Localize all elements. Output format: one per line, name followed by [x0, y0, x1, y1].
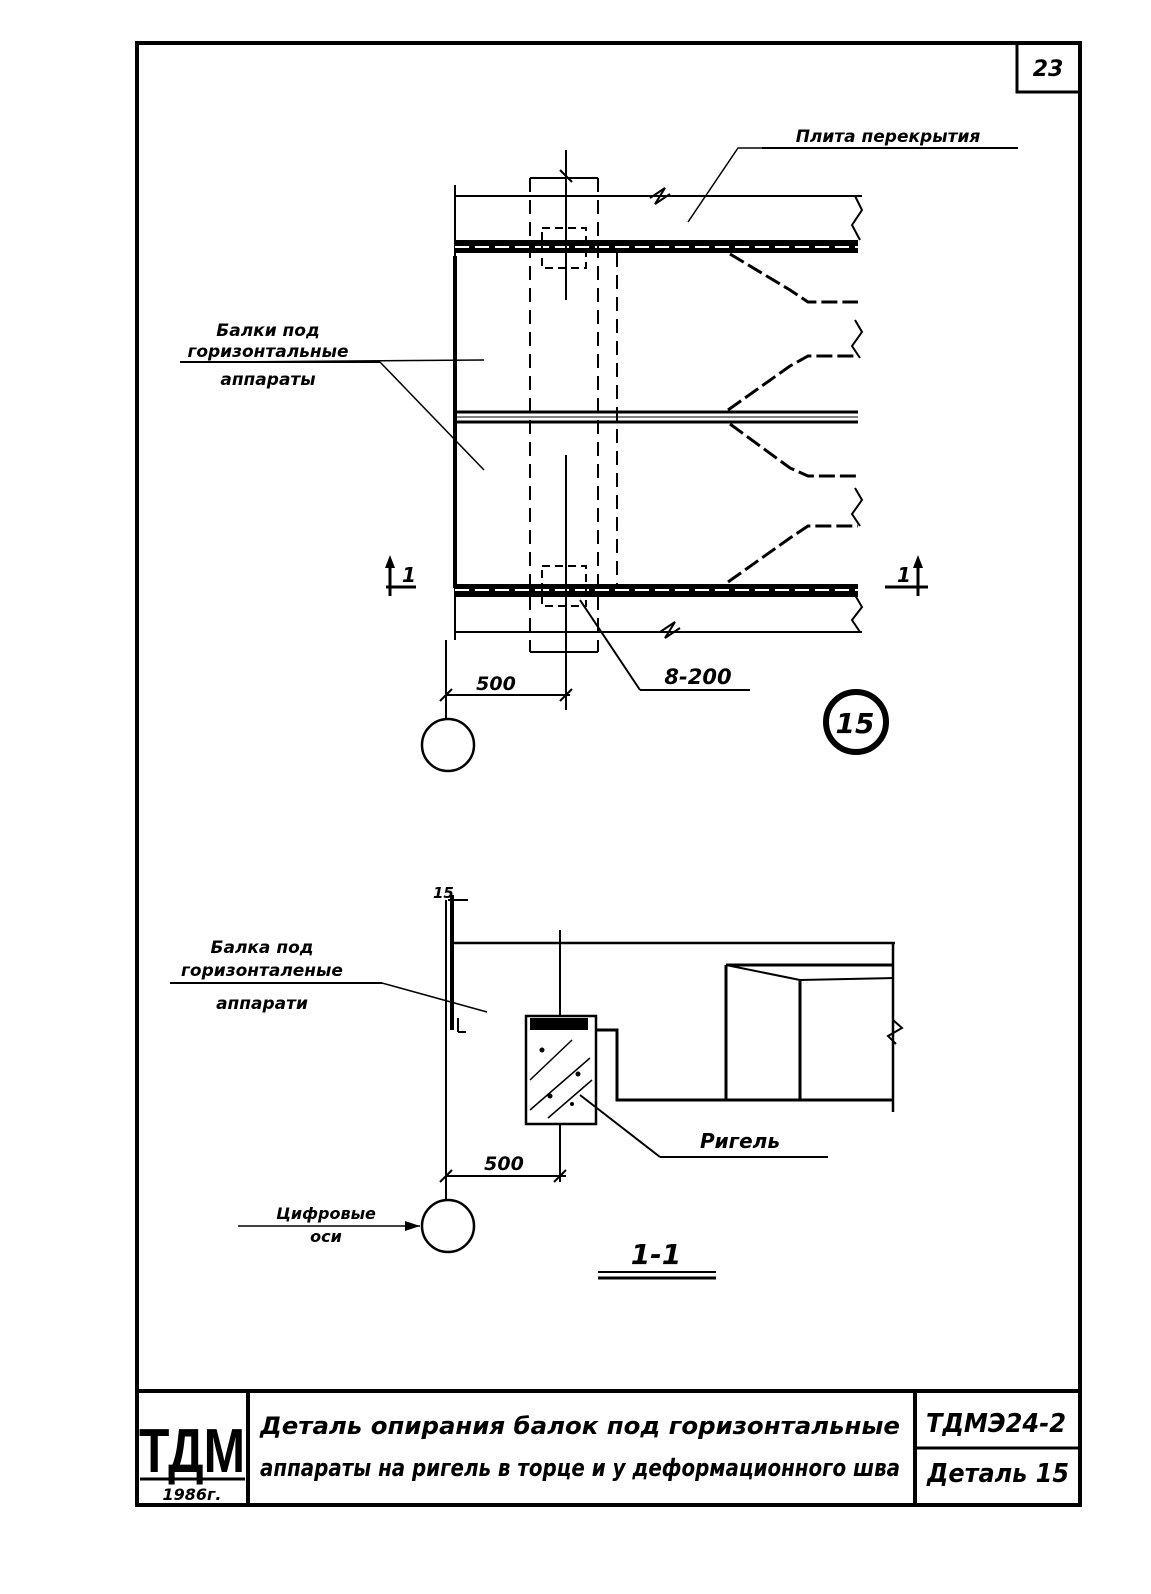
description-line1: Деталь опирания балок под горизонтальные	[259, 1412, 900, 1440]
detail-number: Деталь 15	[926, 1459, 1069, 1489]
section-dim-15: 15	[433, 884, 454, 902]
sheet-number-box: 23	[1015, 43, 1080, 94]
slab-label: Плита перекрытия	[796, 127, 981, 147]
section-axis-bubble	[420, 1198, 476, 1254]
section-view: 15 Балка под го	[170, 884, 904, 1280]
section-mark-left: 1	[385, 555, 416, 596]
plan-dimension-500: 500	[476, 673, 516, 695]
beam-middle	[455, 410, 858, 424]
rebar-label: 8-200	[664, 665, 731, 689]
beams-label-line3: аппараты	[220, 370, 315, 390]
document-code: ТДМЭ24-2	[926, 1409, 1066, 1439]
section-dimension-500: 500	[484, 1153, 524, 1175]
sheet-frame	[135, 41, 1082, 1507]
section-beam-label-line3: аппарати	[216, 994, 308, 1014]
sheet-number: 23	[1033, 57, 1064, 82]
description-line2: аппараты на ригель в торце и у деформаци…	[260, 1454, 900, 1482]
section-mark-right: 1	[885, 555, 928, 596]
bracing-lines	[727, 252, 858, 584]
plan-axis-bubble	[420, 717, 476, 773]
logo: ТДМ	[139, 1417, 245, 1486]
section-title: 1-1	[631, 1238, 682, 1271]
beams-label-line1: Балки под	[216, 321, 319, 341]
section-beam-label-line1: Балка под	[211, 938, 314, 958]
girder-hidden-lines	[529, 177, 618, 653]
girder-label: Ригель	[700, 1129, 780, 1153]
plan-view: Плита перекрытия Балки под горизонтальны…	[180, 127, 1018, 773]
section-mark-right-number: 1	[897, 563, 911, 587]
year: 1986г.	[163, 1485, 222, 1504]
section-mark-left-number: 1	[402, 563, 416, 587]
section-beam-label-line2: горизонталеные	[181, 961, 343, 981]
beams-label-line2: горизонтальные	[187, 342, 348, 362]
detail-marker: 15	[823, 689, 889, 755]
beam-top	[455, 240, 858, 253]
girder-section	[524, 1014, 598, 1126]
beam-bottom	[455, 584, 858, 597]
axes-label-line1: Цифровые	[276, 1204, 376, 1223]
title-block: ТДМ 1986г. Деталь опирания балок под гор…	[137, 1389, 1080, 1505]
detail-marker-number: 15	[836, 707, 875, 740]
axes-label-line2: оси	[310, 1227, 342, 1246]
